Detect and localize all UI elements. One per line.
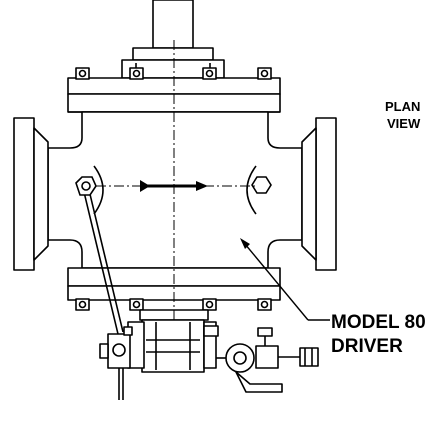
callout-driver-label: DRIVER (331, 336, 403, 357)
bottom-flange-bolt (75, 298, 90, 311)
plan-view-label-line2: VIEW (387, 116, 421, 131)
sense-tube (75, 176, 124, 335)
right-outlet-flange (301, 117, 337, 271)
left-inlet-flange (13, 117, 49, 271)
plan-view-label-line1: PLAN (385, 99, 420, 114)
left-pilot-assembly (99, 326, 133, 400)
top-flange-bolt (257, 67, 272, 80)
flow-direction-arrow (140, 180, 208, 192)
bottom-flange-bolt (202, 298, 217, 311)
bottom-flange-bolt (257, 298, 272, 311)
right-pilot-assembly (203, 325, 319, 393)
callout-model-label: MODEL 80 (331, 312, 426, 333)
top-stem (121, 0, 225, 79)
callout-leader (240, 238, 330, 321)
bottom-flange-bolt (129, 298, 144, 311)
top-flange-bolt (129, 67, 144, 80)
top-flange-bolt (202, 67, 217, 80)
hex-plug (251, 176, 272, 194)
driver-housing (127, 309, 217, 373)
top-flange-bolt (75, 67, 90, 80)
